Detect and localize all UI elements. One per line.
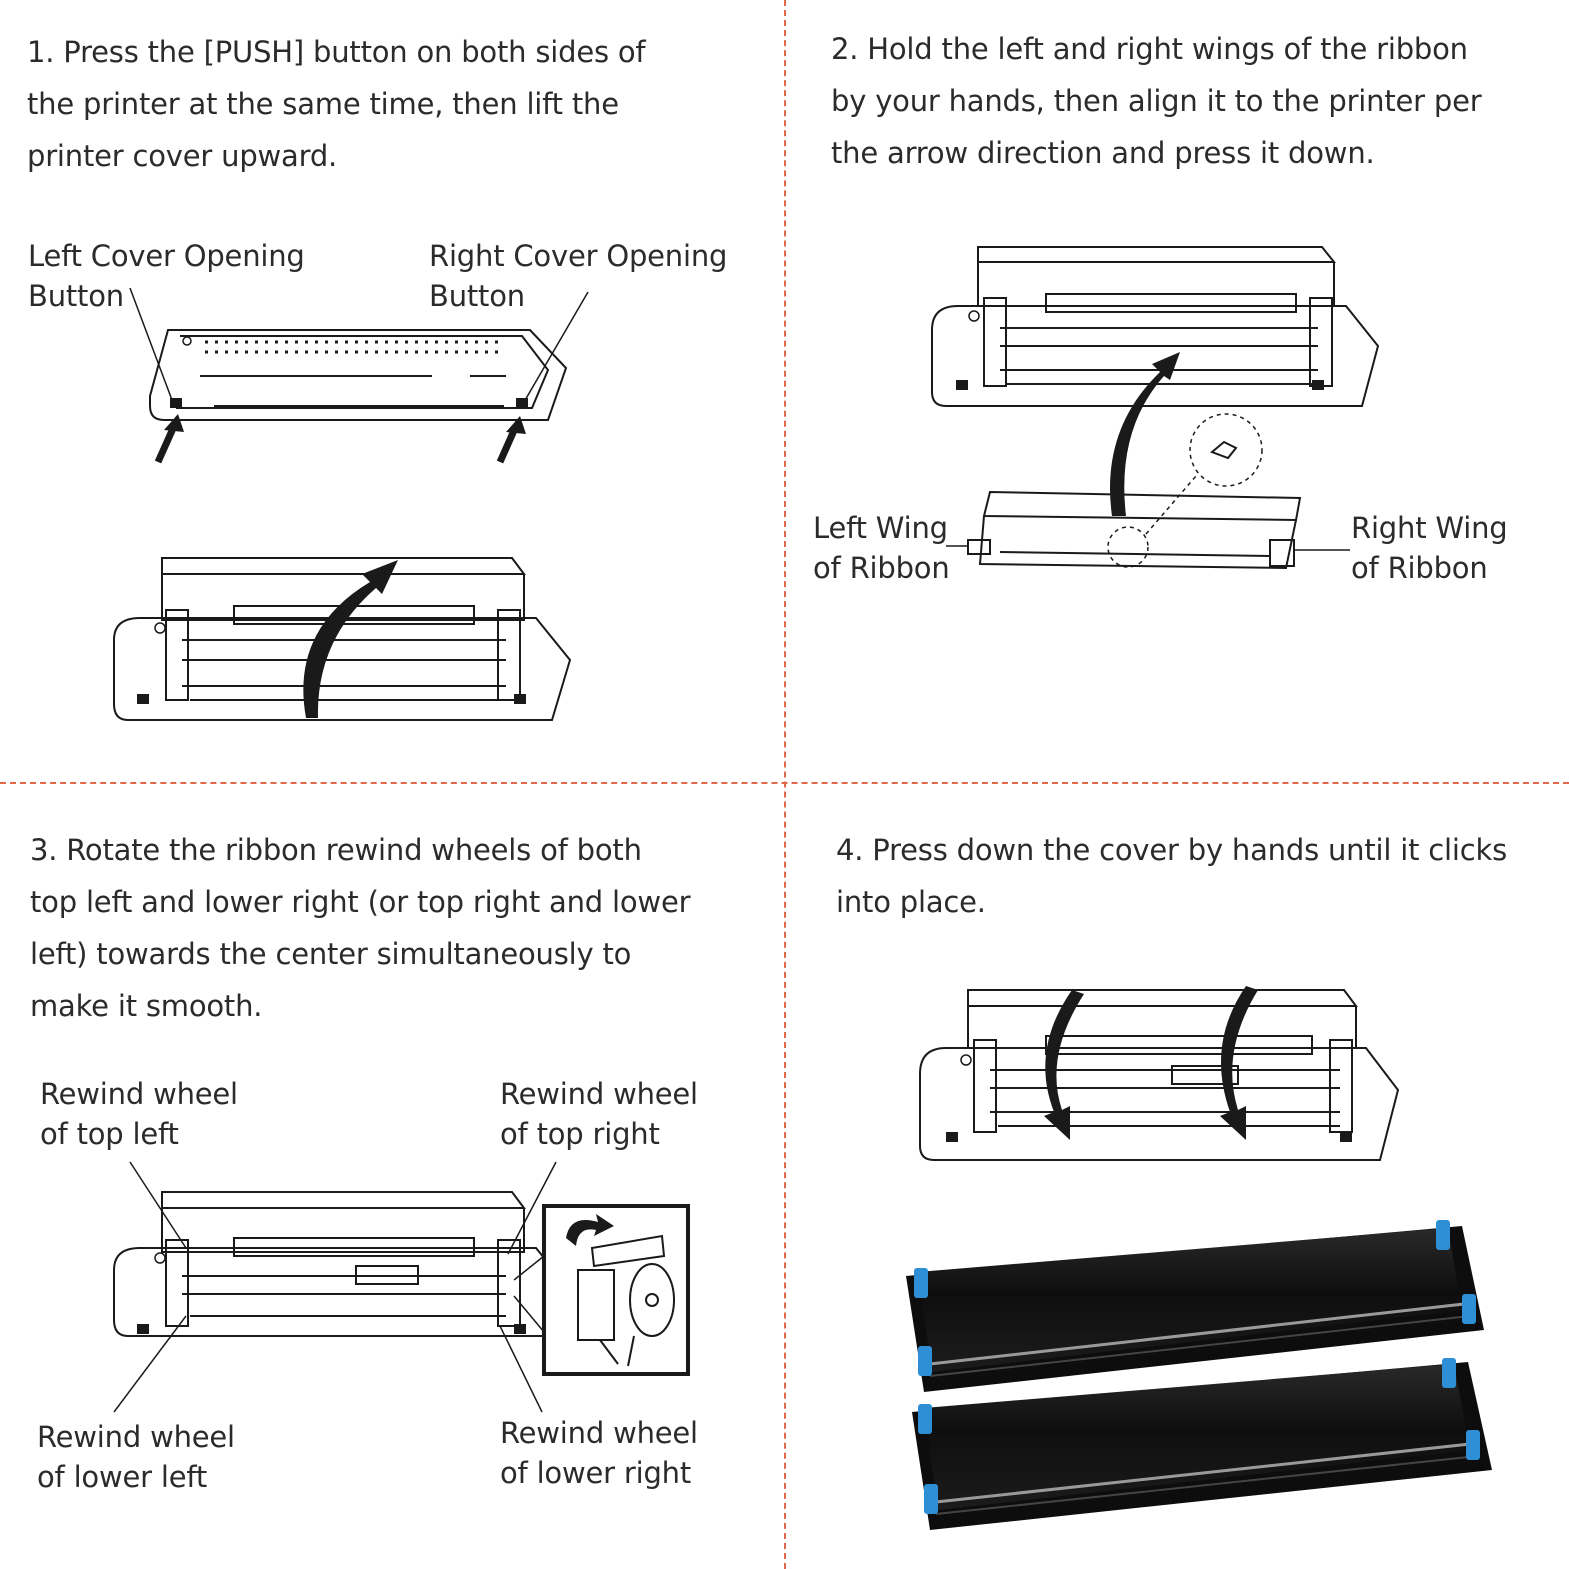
- horizontal-divider: [0, 782, 1569, 784]
- step2-line-2: by your hands, then align it to the prin…: [831, 84, 1482, 118]
- left-cover-button-label: Left Cover Opening Button: [28, 239, 305, 313]
- rewind-wheel-top-right-label: Rewind wheel of top right: [500, 1077, 698, 1151]
- left-wing-label: Left Wing of Ribbon: [813, 511, 950, 585]
- curved-arrow-icon: [1044, 990, 1084, 1140]
- step1-instructions: 1. Press the [PUSH] button on both sides…: [27, 26, 646, 182]
- rewind-wheel-lower-left-label: Rewind wheel of lower left: [37, 1420, 235, 1494]
- printer-closed-illustration: [129, 287, 589, 464]
- right-wing-label: Right Wing of Ribbon: [1351, 511, 1508, 585]
- printer-open-illustration: [113, 557, 572, 721]
- zoom-inset-illustration: [542, 1204, 690, 1376]
- step4-instructions: 4. Press down the cover by hands until i…: [836, 824, 1507, 928]
- step4-line-2: into place.: [836, 885, 986, 919]
- step3-instructions: 3. Rotate the ribbon rewind wheels of bo…: [30, 824, 691, 1032]
- step3-line-1: 3. Rotate the ribbon rewind wheels of bo…: [30, 833, 642, 867]
- curved-arrow-icon: [1110, 352, 1180, 516]
- step2-instructions: 2. Hold the left and right wings of the …: [831, 23, 1482, 179]
- step3-line-2: top left and lower right (or top right a…: [30, 885, 691, 919]
- step4-line-1: 4. Press down the cover by hands until i…: [836, 833, 1508, 867]
- step1-line-1: 1. Press the [PUSH] button on both sides…: [27, 35, 646, 69]
- vertical-divider: [784, 0, 786, 1569]
- ribbon-cartridge-bottom: [912, 1358, 1492, 1530]
- step2-line-3: the arrow direction and press it down.: [831, 136, 1375, 170]
- ribbon-cartridge-top: [906, 1220, 1484, 1392]
- curved-arrow-icon: [566, 1214, 614, 1246]
- curved-arrow-icon: [1220, 986, 1258, 1140]
- curved-arrow-icon: [303, 560, 398, 718]
- printer-open-illustration: [113, 1161, 690, 1413]
- step2-line-1: 2. Hold the left and right wings of the …: [831, 32, 1468, 66]
- rewind-wheel-top-left-label: Rewind wheel of top left: [40, 1077, 238, 1151]
- printer-open-illustration: [931, 246, 1380, 570]
- step3-line-4: make it smooth.: [30, 989, 263, 1023]
- step1-line-2: the printer at the same time, then lift …: [27, 87, 619, 121]
- step1-line-3: printer cover upward.: [27, 139, 338, 173]
- step3-line-3: left) towards the center simultaneously …: [30, 937, 632, 971]
- rewind-wheel-lower-right-label: Rewind wheel of lower right: [500, 1416, 698, 1490]
- right-cover-button-label: Right Cover Opening Button: [429, 239, 728, 313]
